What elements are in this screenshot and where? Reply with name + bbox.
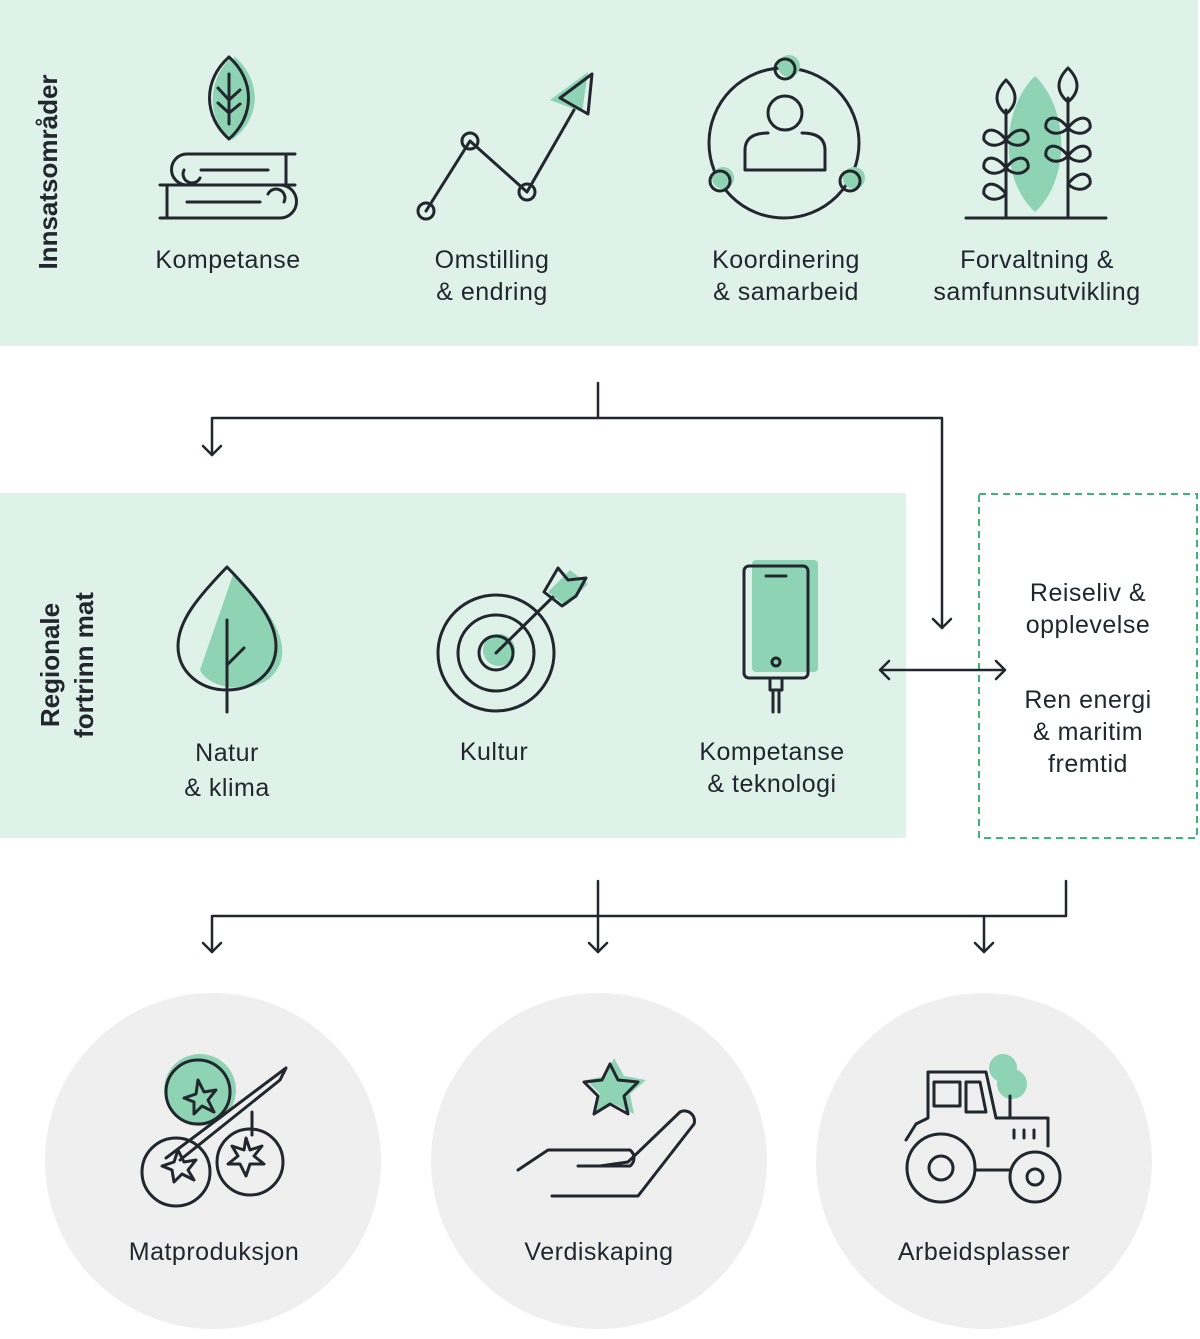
side-dashed-box <box>978 493 1198 839</box>
top-connector <box>201 381 953 630</box>
label-line: fremtid <box>1048 750 1128 778</box>
double-arrow <box>878 659 1007 681</box>
outcome-label: Matproduksjon <box>128 1238 300 1266</box>
plants-icon <box>964 66 1108 220</box>
bottom-connector <box>201 879 1068 954</box>
label-line: & maritim <box>1032 718 1144 746</box>
middle-section-title: Regionale fortrinn mat <box>33 592 101 738</box>
label-line: & klima <box>184 774 270 802</box>
label-line: Omstilling <box>434 246 550 274</box>
network-person-icon <box>707 55 865 220</box>
label-line: Koordinering <box>712 246 860 274</box>
target-icon <box>436 566 588 713</box>
label-line: Kultur <box>459 738 529 766</box>
label-line: Kompetanse <box>155 246 301 274</box>
hand-star-icon <box>516 1058 696 1198</box>
label-line: Kompetanse <box>699 738 845 766</box>
outcome-circle-verdiskaping <box>431 993 767 1329</box>
top-section-title: Innsatsområder <box>33 74 63 270</box>
label-line: & teknologi <box>707 770 837 798</box>
outcome-circle-matproduksjon <box>45 993 381 1329</box>
label-line: Ren energi <box>1024 686 1152 714</box>
tractor-icon <box>904 1054 1062 1204</box>
outcome-circle-arbeidsplasser <box>816 993 1152 1329</box>
label-kompetanse-teknologi: Kompetanse & teknologi <box>699 736 844 800</box>
label-line: Natur <box>195 739 259 767</box>
label-line: Forvaltning & <box>960 246 1114 274</box>
label-forvaltning: Forvaltning & samfunnsutvikling <box>933 244 1140 308</box>
side-group-energi: Ren energi & maritim fremtid <box>1024 684 1151 780</box>
label-line: & endring <box>436 278 548 306</box>
label-omstilling: Omstilling & endring <box>435 244 550 308</box>
label-koordinering: Koordinering & samarbeid <box>712 244 860 308</box>
label-line: Reiseliv & <box>1029 579 1147 607</box>
middle-title-line: Regionale <box>35 602 65 728</box>
leaf-icon <box>176 565 283 714</box>
trend-arrow-icon <box>416 72 594 221</box>
label-line: samfunnsutvikling <box>933 278 1141 306</box>
side-group-reiseliv: Reiseliv & opplevelse <box>1026 577 1151 641</box>
outcome-label: Verdiskaping <box>524 1238 674 1266</box>
books-leaf-icon <box>158 55 298 220</box>
label-natur: Natur & klima <box>184 736 269 806</box>
label-line: & samarbeid <box>713 278 859 306</box>
label-kultur: Kultur <box>460 736 528 768</box>
tomato-icon <box>140 1054 288 1208</box>
phone-icon <box>742 560 818 714</box>
label-kompetanse: Kompetanse <box>155 244 300 276</box>
outcome-label: Arbeidsplasser <box>897 1238 1071 1266</box>
middle-title-line: fortrinn mat <box>69 592 99 738</box>
label-line: opplevelse <box>1025 611 1151 639</box>
